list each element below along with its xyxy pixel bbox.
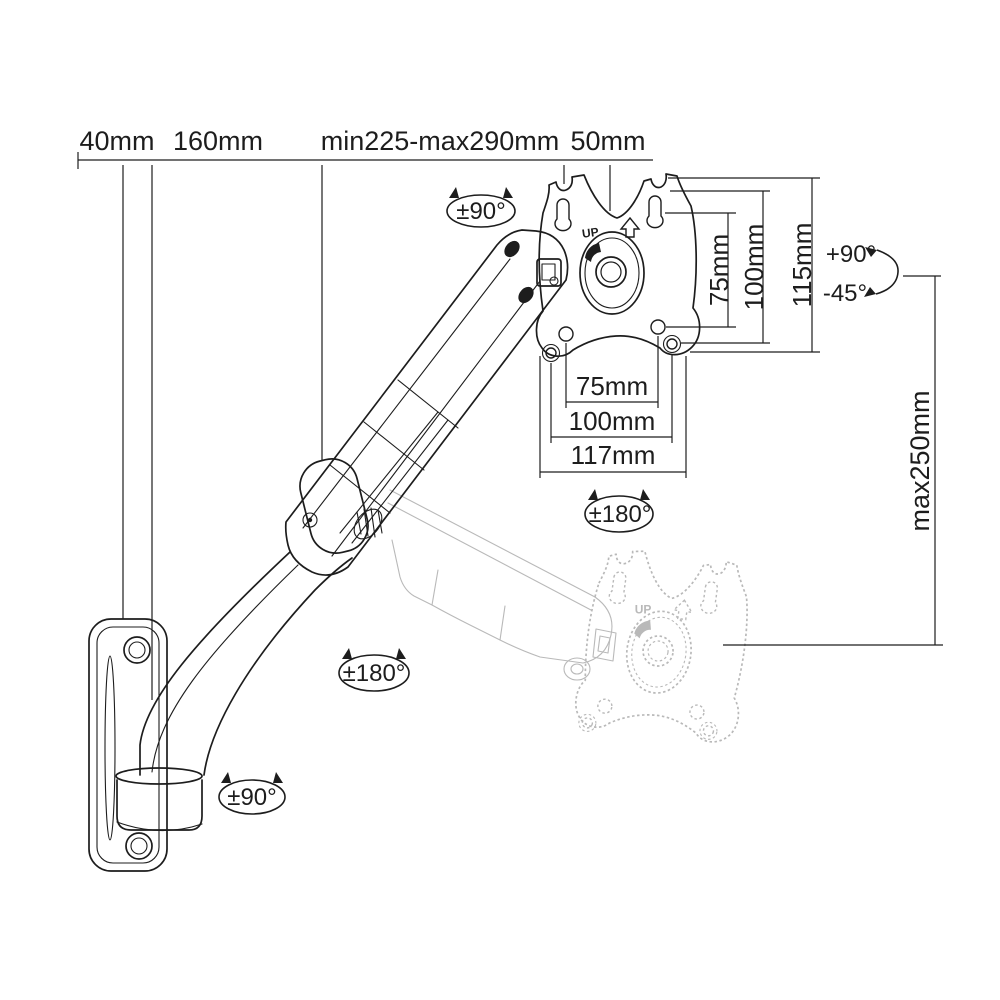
ghost-arm-boss — [563, 657, 591, 681]
dim-100mm-horizontal: 100mm — [569, 406, 656, 436]
wall-plate-inner — [96, 626, 160, 864]
dim-50mm: 50mm — [570, 126, 645, 156]
dim-min225-max290mm: min225-max290mm — [321, 126, 560, 156]
vesa-vertical-dimensions: 75mm 100mm 115mm — [665, 177, 820, 353]
upper-arm-inner-line — [331, 280, 541, 557]
dim-max250mm: max250mm — [905, 390, 935, 531]
head-swivel-annotation: ±90° — [446, 187, 516, 228]
ghost-arm-rotated-position — [387, 489, 617, 681]
elbow-roller-ribs — [356, 507, 383, 538]
head-swivel-arc — [446, 194, 516, 228]
tilt-range-annotation: +90° -45° — [823, 241, 899, 307]
upper-arm-face-line — [302, 258, 511, 529]
lower-arm-face-line — [151, 564, 299, 773]
tilt-arrow-head-up — [865, 247, 877, 257]
elbow-cap — [299, 458, 369, 554]
lower-arm-right-edge — [203, 557, 353, 776]
lower-arm-left-edge — [139, 551, 291, 776]
cover-seams — [329, 379, 459, 514]
arm-swivel-arrow-left — [342, 648, 352, 659]
dim-117mm-horizontal: 117mm — [571, 440, 656, 470]
base-swivel-arrow-left — [221, 772, 231, 783]
top-dimension-chain: 40mm 160mm min225-max290mm 50mm — [77, 126, 653, 700]
dim-100mm-vertical: 100mm — [739, 224, 769, 311]
clevis-block — [536, 258, 562, 287]
arm-swivel-arc — [338, 654, 410, 692]
ghost-arm-top-seam — [387, 502, 592, 611]
head-swivel-label: ±90° — [456, 198, 505, 225]
hinge-knob-upper — [504, 240, 520, 258]
base-swivel-arrow-right — [273, 772, 283, 783]
height-dimension: max250mm — [723, 275, 943, 646]
mount-artwork — [88, 173, 701, 872]
dim-160mm: 160mm — [173, 126, 263, 156]
upper-arm — [284, 229, 569, 576]
base-swivel-annotation: ±90° — [218, 772, 286, 815]
ghost-arm-top-edge — [389, 489, 596, 598]
hinge-knob-lower — [518, 286, 534, 304]
head-swivel-arrow-left — [449, 187, 459, 198]
base-swivel-label: ±90° — [227, 784, 276, 811]
dim-75mm-horizontal: 75mm — [576, 371, 648, 401]
clevis-slot — [541, 263, 556, 281]
wall-screw-top — [123, 636, 151, 664]
wall-screw-top-inner — [128, 641, 146, 659]
ghost-arm-end-cap — [582, 596, 613, 664]
ghost-arm-cover-seam-1 — [431, 569, 439, 606]
dim-75mm-vertical: 75mm — [704, 234, 734, 306]
wall-screw-bottom — [125, 832, 153, 860]
collar-bottom-edge — [116, 821, 203, 832]
arm-swivel-label: ±180° — [343, 660, 406, 687]
wall-bracket — [88, 618, 203, 872]
wall-screw-bottom-inner — [130, 837, 148, 855]
ghost-arm-boss-inner — [570, 663, 584, 675]
tilt-arrow-head-down — [864, 287, 876, 297]
head-clevis — [536, 258, 562, 287]
tilt-down-label: -45° — [823, 280, 867, 307]
lower-arm — [139, 551, 353, 776]
plate-rotation-annotation: ±180° — [584, 489, 654, 533]
tilt-up-label: +90° — [826, 241, 876, 268]
plate-rotation-arrow-right — [640, 489, 650, 500]
plate-rotation-arc — [584, 495, 654, 533]
wall-plate-slot — [104, 655, 116, 841]
ghost-vesa-plate — [570, 542, 761, 753]
ghost-tilt-bracket — [592, 628, 617, 662]
clevis-screw — [549, 276, 559, 286]
arm-swivel-arrow-right — [396, 648, 406, 659]
elbow-screw — [302, 512, 318, 528]
head-swivel-arrow-right — [503, 187, 513, 198]
vesa-horizontal-dimensions: 75mm 100mm 117mm — [539, 336, 687, 478]
wall-plate-outer — [88, 618, 168, 872]
arm-swivel-annotation: ±180° — [338, 648, 410, 692]
ghost-arm-cover-seam-2 — [499, 605, 506, 641]
tilt-arrow-arc — [875, 249, 899, 295]
dim-40mm: 40mm — [79, 126, 154, 156]
upper-arm-outline — [284, 229, 569, 576]
base-swivel-arc — [218, 779, 286, 815]
elbow-joint — [299, 458, 383, 554]
plate-rotation-arrow-left — [588, 489, 598, 500]
plate-rotation-label: ±180° — [589, 501, 652, 528]
ghost-arm-bottom-edge — [391, 539, 584, 664]
gas-rod — [339, 411, 449, 544]
collar-rim — [115, 767, 203, 785]
dim-115mm-vertical: 115mm — [787, 223, 817, 308]
